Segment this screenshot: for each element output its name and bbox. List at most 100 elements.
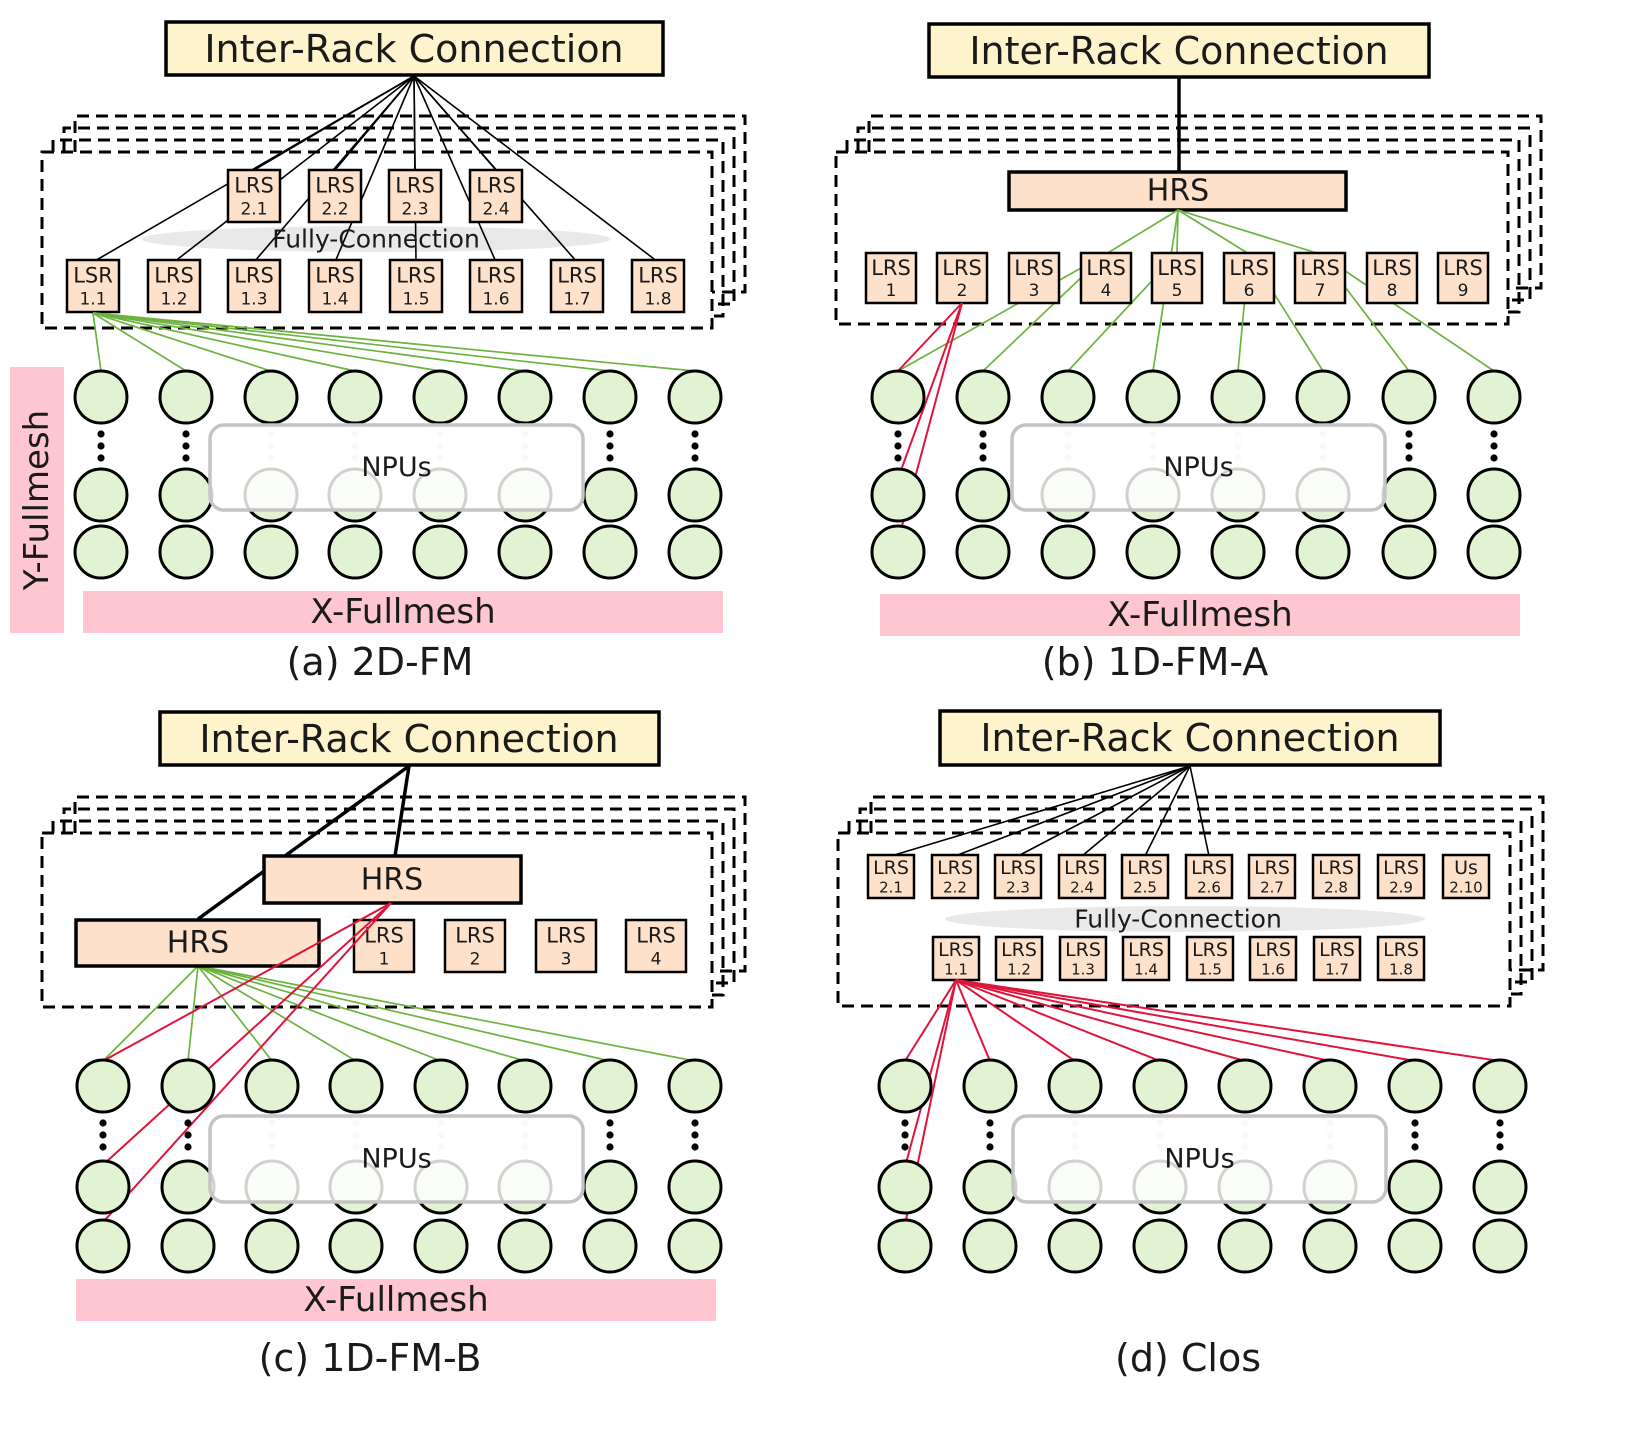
switch-name: LRS (871, 256, 911, 280)
npu-node (1132, 1058, 1188, 1114)
npu-node (667, 1058, 723, 1114)
switch-name: LRS (1192, 939, 1228, 961)
switch-box (307, 168, 363, 224)
npu-link (187, 965, 199, 1062)
switch-name: LRS (1383, 857, 1419, 879)
ellipsis-dot (1490, 430, 1498, 438)
npu-node (582, 369, 638, 425)
npu-node (160, 1218, 216, 1274)
switch-name: LRS (1254, 857, 1290, 879)
switch-box (1293, 251, 1347, 305)
switch-box (146, 258, 202, 314)
switch-name: LRS (1229, 256, 1269, 280)
switch-box (1120, 853, 1170, 900)
ellipsis-dot (99, 1119, 107, 1127)
npu-group-frame (1011, 1114, 1388, 1204)
npu-node (962, 1218, 1018, 1274)
ellipsis-dot (99, 1143, 107, 1151)
npu-node (413, 1058, 469, 1114)
inter-rack-link (196, 764, 411, 921)
ellipsis-dot (691, 1143, 699, 1151)
x-fullmesh-band (83, 591, 723, 633)
npu-node (955, 369, 1011, 425)
switch-index: 4 (651, 950, 662, 970)
switch-index: 2.2 (321, 200, 348, 220)
ellipsis-dot (1496, 1119, 1504, 1127)
switch-box (387, 168, 443, 224)
hrs-box-right (262, 854, 523, 905)
npu-link (905, 979, 957, 1164)
switch-box (630, 258, 686, 314)
npu-node (1295, 369, 1351, 425)
npu-node (73, 369, 129, 425)
switch-index: 1.8 (1389, 961, 1413, 979)
npu-link (897, 253, 1107, 372)
ellipsis-dot (691, 454, 699, 462)
ellipsis-dot (1496, 1131, 1504, 1139)
ellipsis-dot (901, 1119, 909, 1127)
ellipsis-dot (901, 1143, 909, 1151)
npu-node (1466, 467, 1522, 523)
switch-index: 2.6 (1197, 879, 1221, 897)
rack-layer-back (847, 819, 1523, 996)
ellipsis-dot (691, 442, 699, 450)
npu-node (955, 467, 1011, 523)
npu-node (75, 1159, 131, 1215)
ellipsis-dot (979, 430, 987, 438)
ellipsis-dot (986, 1119, 994, 1127)
ellipsis-dot (606, 430, 614, 438)
y-fullmesh-label: Y-Fullmesh (17, 410, 57, 591)
switch-box (1057, 853, 1107, 900)
switch-index: 7 (1315, 281, 1326, 301)
npu-node (327, 524, 383, 580)
npu-group-frame (1010, 423, 1387, 512)
npu-node (1302, 1058, 1358, 1114)
npu-node (870, 369, 926, 425)
npu-node (955, 524, 1011, 580)
npu-link (1319, 253, 1495, 372)
npu-link (955, 979, 991, 1062)
npu-node (1466, 369, 1522, 425)
switch-index: 1 (379, 950, 390, 970)
npu-node (1040, 369, 1096, 425)
switch-index: 1.5 (1198, 961, 1222, 979)
switch-index: 9 (1458, 281, 1469, 301)
npu-node (75, 1218, 131, 1274)
x-fullmesh-label: X-Fullmesh (1107, 595, 1292, 635)
npu-node (877, 1159, 933, 1215)
switch-name: LRS (1255, 939, 1291, 961)
npu-node (1472, 1218, 1528, 1274)
npu-node (1125, 524, 1181, 580)
npu-node (158, 369, 214, 425)
switch-index: 1.4 (1134, 961, 1158, 979)
switch-name: LRS (315, 264, 355, 288)
switch-box (1311, 853, 1361, 900)
npu-node (1381, 524, 1437, 580)
switch-box (1185, 935, 1235, 982)
npu-node (158, 524, 214, 580)
switch-name: LRS (638, 264, 678, 288)
inter-rack-box (158, 710, 661, 767)
ellipsis-dot (606, 1119, 614, 1127)
switch-box (307, 258, 363, 314)
switch-index: 1.5 (402, 290, 429, 310)
switch-index: 2.2 (943, 879, 967, 897)
npu-node (667, 369, 723, 425)
hrs-npu-link (102, 902, 392, 1062)
npu-group-label: NPUs (1163, 452, 1233, 483)
npu-node (1472, 1058, 1528, 1114)
npu-link (955, 979, 1076, 1062)
switch-name: LRS (1086, 256, 1126, 280)
ellipsis-dot (606, 454, 614, 462)
npu-node (667, 1218, 723, 1274)
switch-box (993, 853, 1043, 900)
switch-name: LRS (234, 174, 274, 198)
npu-node (497, 1058, 553, 1114)
npu-node (870, 524, 926, 580)
switch-box (624, 918, 688, 974)
ellipsis-dot (901, 1131, 909, 1139)
npu-link (955, 979, 1416, 1062)
ellipsis-dot (99, 1131, 107, 1139)
npu-node (1302, 1218, 1358, 1274)
